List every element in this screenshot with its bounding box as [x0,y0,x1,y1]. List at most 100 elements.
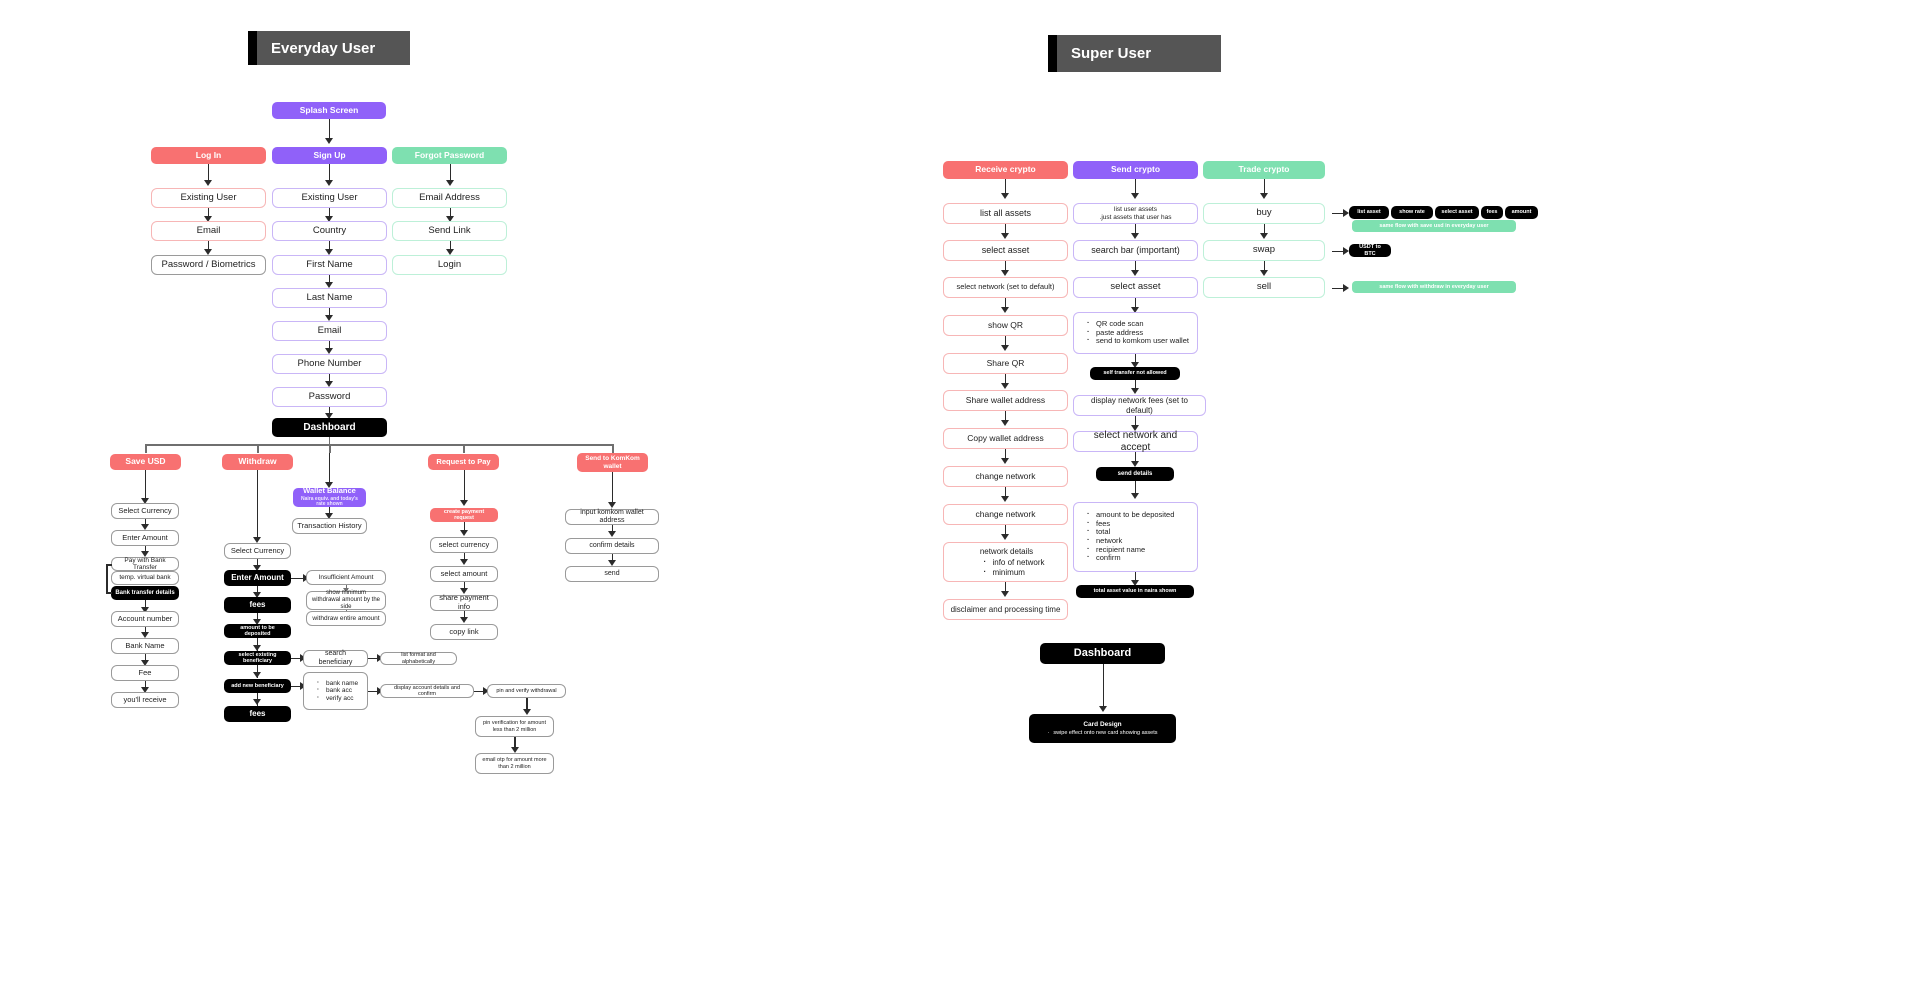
node-select-network-and-accept[interactable]: select network and accept [1073,430,1198,453]
node-pin-and-verify-withdrawal[interactable]: pin and verify withdrawal [487,684,566,698]
node-forgot-send-link[interactable]: Send Link [392,221,507,241]
node-trade-crypto[interactable]: Trade crypto [1203,161,1325,179]
node-self-transfer-not-allowed[interactable]: self transfer not allowed [1090,367,1180,380]
node-swap[interactable]: swap [1203,240,1325,261]
node-receive-crypto[interactable]: Receive crypto [943,161,1068,179]
node-dashboard-everyday[interactable]: Dashboard [272,418,387,437]
chip-select-asset[interactable]: select asset [1435,206,1479,219]
node-show-minimum-withdrawal[interactable]: show minimum withdrawal amount by the si… [306,590,386,610]
node-show-qr[interactable]: show QR [943,315,1068,336]
node-signup-country[interactable]: Country [272,221,387,241]
node-share-qr[interactable]: Share QR [943,353,1068,374]
node-pin-verification-under-2m[interactable]: pin verification for amount less than 2 … [475,716,554,737]
node-signup-last-name[interactable]: Last Name [272,288,387,308]
node-dashboard-super[interactable]: Dashboard [1040,643,1165,664]
node-signup-password[interactable]: Password [272,387,387,407]
node-change-network-1[interactable]: change network [943,466,1068,487]
node-list-user-assets[interactable]: list user assets .just assets that user … [1073,203,1198,224]
node-forgot-password[interactable]: Forgot Password [392,147,507,164]
list-item: bank name [317,679,358,687]
node-copy-wallet-address[interactable]: Copy wallet address [943,428,1068,449]
node-new-beneficiary-fields[interactable]: bank name bank acc verify acc [303,672,368,710]
node-rtp-select-currency[interactable]: select currency [430,537,498,553]
node-list-format-alphabetically[interactable]: list format and alphabetically [380,652,457,665]
node-forgot-email-address[interactable]: Email Address [392,188,507,208]
node-withdraw-fees-2[interactable]: fees [224,706,291,722]
node-wallet-balance[interactable]: Wallet Balance Naira equiv. and today's … [293,486,366,507]
node-send-details[interactable]: send details [1096,467,1174,481]
node-transaction-history[interactable]: Transaction History [292,518,367,534]
node-disclaimer-processing-time[interactable]: disclaimer and processing time [943,599,1068,620]
node-display-account-details-confirm[interactable]: display account details and confirm [380,684,474,698]
node-log-in[interactable]: Log In [151,147,266,164]
chip-list-asset[interactable]: list asset [1349,206,1389,219]
node-rtp-share-payment-info[interactable]: share payment info [430,593,498,611]
node-signup-phone-number[interactable]: Phone Number [272,354,387,374]
arrowhead [325,180,333,186]
node-signup-email[interactable]: Email [272,321,387,341]
node-card-design[interactable]: Card Design · swipe effect onto new card… [1029,714,1176,743]
node-fee[interactable]: Fee [111,665,179,681]
node-withdraw[interactable]: Withdraw [222,454,293,470]
node-bank-transfer-details[interactable]: Bank transfer details [111,586,179,600]
node-send-to-komkom-wallet[interactable]: Send to KomKom wallet [577,453,648,472]
node-confirm-details[interactable]: confirm details [565,538,659,554]
node-signup-first-name[interactable]: First Name [272,255,387,275]
node-request-to-pay[interactable]: Request to Pay [428,454,499,470]
node-splash-screen[interactable]: Splash Screen [272,102,386,119]
node-withdraw-select-currency[interactable]: Select Currency [224,543,291,559]
node-pay-with-bank-transfer[interactable]: Pay with Bank Transfer [111,557,179,571]
node-temp-virtual-bank[interactable]: temp. virtual bank [111,571,179,585]
node-select-existing-beneficiary[interactable]: select existing beneficiary [224,651,291,665]
chip-show-rate[interactable]: show rate [1391,206,1433,219]
connector-request-to-pay [463,522,466,534]
node-receive-select-asset[interactable]: select asset [943,240,1068,261]
node-add-new-beneficiary[interactable]: add new beneficiary [224,679,291,693]
node-login-password-biometrics[interactable]: Password / Biometrics [151,255,266,275]
node-rtp-copy-link[interactable]: copy link [430,624,498,640]
node-search-bar-important[interactable]: search bar (important) [1073,240,1198,261]
node-display-network-fees[interactable]: display network fees (set to default) [1073,395,1206,416]
node-save-usd[interactable]: Save USD [110,454,181,470]
node-account-number[interactable]: Account number [111,611,179,627]
node-email-otp-over-2m[interactable]: email otp for amount more than 2 million [475,753,554,774]
node-change-network-2[interactable]: change network [943,504,1068,525]
chip-fees[interactable]: fees [1481,206,1503,219]
node-send[interactable]: send [565,566,659,582]
chip-usdt-to-btc[interactable]: USDT to BTC [1349,244,1391,257]
node-buy[interactable]: buy [1203,203,1325,224]
node-forgot-login[interactable]: Login [392,255,507,275]
node-send-summary[interactable]: amount to be deposited fees total networ… [1073,502,1198,572]
node-create-payment-request[interactable]: create payment request [430,508,498,522]
node-save-enter-amount[interactable]: Enter Amount [111,530,179,546]
node-youll-receive[interactable]: you'll receive [111,692,179,708]
chip-amount[interactable]: amount [1505,206,1538,219]
node-send-select-asset[interactable]: select asset [1073,277,1198,298]
node-network-details[interactable]: network details info of network minimum [943,542,1068,582]
node-label: Send Link [428,224,471,236]
node-login-existing-user[interactable]: Existing User [151,188,266,208]
node-search-beneficiary[interactable]: search beneficiary [303,650,368,667]
node-select-network-default[interactable]: select network (set to default) [943,277,1068,298]
node-bank-name[interactable]: Bank Name [111,638,179,654]
node-sign-up[interactable]: Sign Up [272,147,387,164]
node-send-crypto[interactable]: Send crypto [1073,161,1198,179]
arrowhead [510,747,519,753]
node-signup-existing-user[interactable]: Existing User [272,188,387,208]
node-label: email otp for amount more than 2 million [482,757,547,770]
node-share-wallet-address[interactable]: Share wallet address [943,390,1068,411]
node-total-asset-value-naira[interactable]: total asset value in naira shown [1076,585,1194,598]
node-login-email[interactable]: Email [151,221,266,241]
node-send-options[interactable]: QR code scan paste address send to komko… [1073,312,1198,354]
node-list-all-assets[interactable]: list all assets [943,203,1068,224]
node-save-select-currency[interactable]: Select Currency [111,503,179,519]
node-rtp-select-amount[interactable]: select amount [430,566,498,582]
node-input-komkom-wallet-address[interactable]: input komkom wallet address [565,509,659,525]
node-withdraw-fees-1[interactable]: fees [224,597,291,613]
node-withdraw-entire-amount[interactable]: withdraw entire amount [306,611,386,626]
node-insufficient-amount[interactable]: Insufficient Amount [306,570,386,585]
node-amount-to-be-deposited[interactable]: amount to be deposited [224,624,291,638]
node-withdraw-enter-amount[interactable]: Enter Amount [224,570,291,586]
node-sell[interactable]: sell [1203,277,1325,298]
